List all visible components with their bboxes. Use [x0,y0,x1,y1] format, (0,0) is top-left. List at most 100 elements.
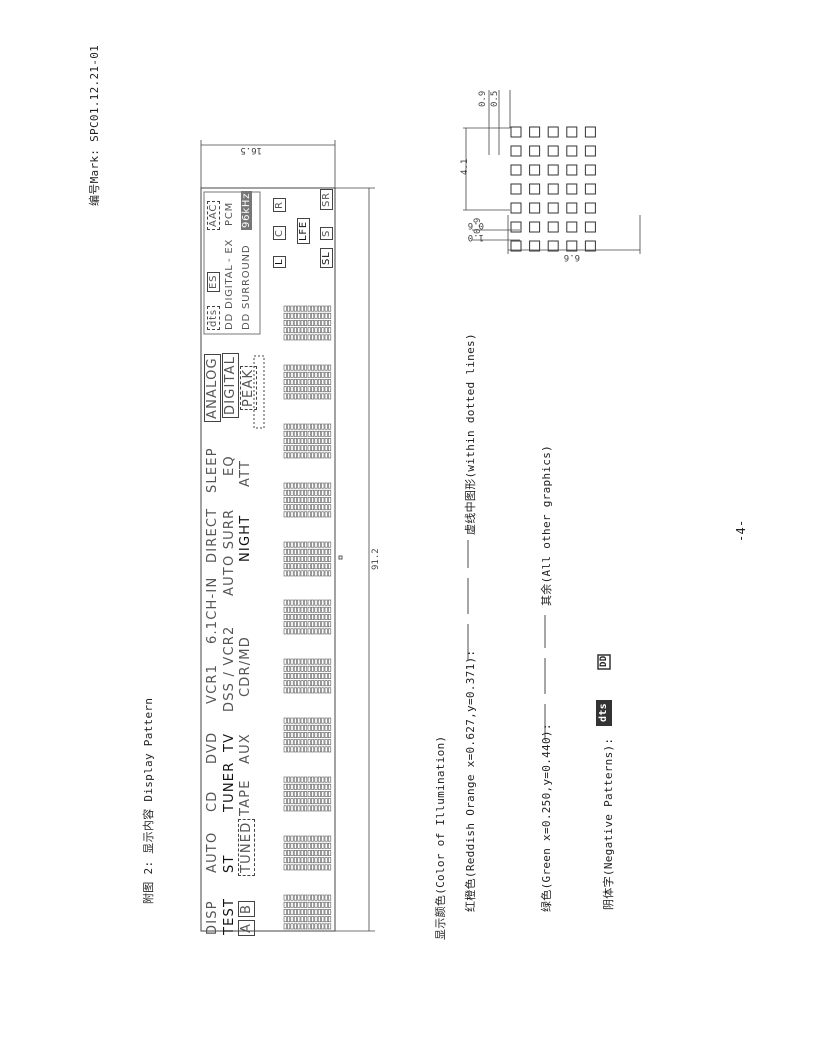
dot-segment [324,864,328,871]
dot-segment [290,452,294,459]
dot-segment [321,628,325,635]
dot-segment [290,687,294,694]
dot-segment [328,312,332,319]
dot-segment [307,452,311,459]
dot-segment [324,482,328,489]
dot-segment [317,364,321,371]
dot-segment [328,776,332,783]
dot-segment [297,894,301,901]
dot-segment [297,665,301,672]
green-note: 其余(All other graphics) [540,444,553,606]
dot-segment [283,312,287,319]
dot-segment [311,599,315,606]
label-es: ES [207,271,220,292]
dot-segment [304,665,308,672]
dot-segment [304,901,308,908]
dot-segment [314,570,318,577]
dot-segment [287,850,291,856]
dot-segment [297,909,301,915]
dot-segment [304,894,308,901]
dot-segment [283,371,287,378]
dot-segment [287,776,291,783]
dot-segment [321,541,325,548]
dot-segment [293,805,297,812]
dot-segment [283,909,287,915]
dot-segment [283,842,287,849]
dot-segment [293,665,297,672]
dot-segment [307,556,311,562]
dot-segment [307,783,311,790]
dot-segment [317,489,321,496]
dot-segment [317,312,321,319]
dot-segment [328,482,332,489]
dot-segment [321,312,325,319]
dot-segment [311,548,315,555]
dot-segment [300,916,304,923]
dot-segment [314,857,318,864]
dot-segment [307,680,311,687]
dot-segment [287,798,291,805]
dot-segment [321,835,325,842]
dot-segment [328,835,332,842]
dot-segment [287,805,291,812]
dot-segment [283,791,287,797]
dot-segment [300,621,304,628]
detail-dot [566,164,578,176]
dot-segment [324,842,328,849]
dot-segment [287,724,291,731]
dot-segment [304,783,308,790]
dot-segment [328,857,332,864]
dot-segment [307,541,311,548]
dot-segment [321,305,325,312]
detail-dot [510,221,522,233]
dot-segment [314,923,318,930]
dot-segment [307,923,311,930]
dot-segment [317,614,321,620]
dot-segment [307,599,311,606]
dot-segment [297,482,301,489]
dot-segment [290,658,294,665]
dot-segment [300,504,304,511]
dot-segment [314,489,318,496]
dot-segment [321,621,325,628]
label-a: A [238,919,255,936]
dot-segment [321,864,325,871]
dot-segment [300,556,304,562]
detail-dot [547,126,559,138]
dot-segment [328,452,332,459]
dot-segment [283,482,287,489]
dot-segment [304,312,308,319]
dot-segment [300,393,304,400]
dot-segment [293,739,297,746]
dot-segment [324,746,328,753]
dot-segment [283,680,287,687]
dot-segment [300,835,304,842]
dot-segment [311,621,315,628]
dot-segment [314,423,318,430]
dot-segment [328,393,332,400]
dot-segment [300,724,304,731]
dot-segment [314,739,318,746]
dot-segment [290,894,294,901]
dot-segment [314,334,318,341]
dot-segment [287,732,291,738]
dot-segment [287,614,291,620]
dot-segment [300,364,304,371]
dot-segment [324,805,328,812]
dot-segment [321,916,325,923]
dot-segment [287,327,291,334]
negative-dd-text: DD [599,655,609,667]
dot-segment [307,327,311,334]
dot-segment [297,628,301,635]
label-pcm: PCM [224,201,235,226]
dot-segment [317,798,321,805]
dot-segment [314,842,318,849]
dot-segment [283,621,287,628]
dot-segment [328,327,332,334]
dot-segment [287,430,291,437]
dot-segment [307,746,311,753]
detail-dot [529,221,541,233]
dot-segment [324,327,328,334]
dot-segment [283,570,287,577]
dot-segment [328,305,332,312]
